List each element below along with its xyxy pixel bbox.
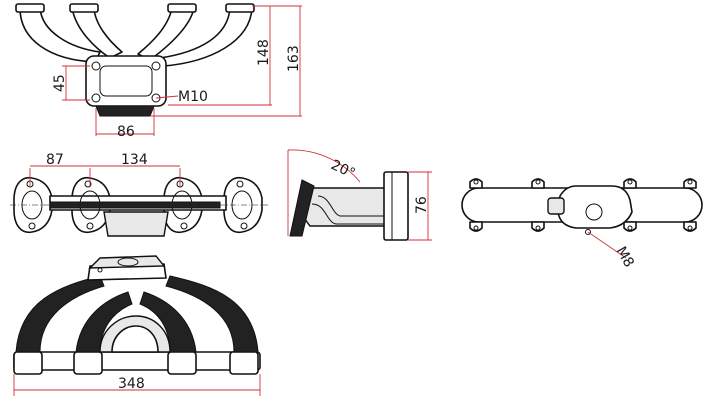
dim-flange-thickness: 76 [414,196,430,214]
top-view-collector-base [95,105,155,117]
dim-depth-163: 163 [286,45,302,72]
front-view-runner-inner-left [75,291,133,353]
top-view-dims [62,5,302,136]
top-view-port-4 [225,3,255,13]
side-view-runner-curve-2 [311,203,388,225]
top-view-flange-port [99,65,153,97]
dim-overall-length: 348 [118,376,145,392]
head-flange-bolt-4 [236,180,244,188]
front-view-collector-stud [97,267,103,273]
dim-flange-height: 45 [52,74,68,92]
bottom-view-ear-hole-4 [687,179,693,185]
head-flange-collector [103,211,169,237]
front-view-port-1 [13,351,43,375]
head-flange-dims [29,165,181,186]
top-view-port-3 [167,3,197,13]
side-view-dims [287,149,432,241]
bottom-view-ear-hole-1 [473,179,479,185]
head-flange-bolt-6 [86,222,94,230]
head-flange-bolt-2 [84,180,92,188]
bottom-view-ear-hole-6 [535,225,541,231]
top-view-turbo-flange [85,55,167,107]
head-flange-view: 87 134 [10,152,268,237]
front-view-runner-inner-right [139,291,197,353]
front-view-port-2 [73,351,103,375]
bottom-view-wastegate-port [585,203,603,221]
top-view-stud-3 [91,93,101,103]
bottom-view-ear-hole-3 [627,179,633,185]
front-view-port-3 [167,351,197,375]
front-view-base-rail [13,351,261,371]
front-view: 348 [13,255,261,396]
head-flange-bolt-5 [28,222,36,230]
dim-stud-thread: M10 [178,89,208,105]
head-flange-bolt-7 [180,222,188,230]
front-view-inner-arch [111,325,159,353]
bottom-view-ear-hole-7 [627,225,633,231]
front-view-runner-outer-right [165,275,259,353]
side-view: 20° 76 [287,149,432,241]
top-view-stud-2 [151,61,161,71]
dim-port-pitch-1: 87 [46,152,64,168]
dim-depth-148: 148 [256,39,272,66]
top-view-port-2 [69,3,99,13]
head-flange-bolt-8 [240,222,248,230]
top-view-port-1 [15,3,45,13]
side-view-runner-curve [317,195,388,217]
front-view-port-4 [229,351,259,375]
bottom-view-ear-hole-2 [535,179,541,185]
top-view-stud-1 [91,61,101,71]
dim-flange-width: 86 [117,124,135,140]
top-view-runner-2 [71,7,123,59]
bottom-view-ear-hole-5 [473,225,479,231]
bottom-view-wastegate-pad [547,197,565,215]
side-view-flange-wedge [289,179,315,237]
front-view-collector-cap [88,255,166,269]
dim-port-pitch-2: 134 [121,152,148,168]
dim-wastegate-thread: M8 [613,244,637,270]
dim-flange-angle: 20° [328,157,357,182]
top-view: 45 148 163 M10 86 [15,3,302,140]
side-view-turbo-flange [383,171,409,241]
bottom-view-dim-leader [587,231,627,259]
bottom-view-collector [557,185,633,229]
front-view-runner-outer-left [15,275,105,353]
side-view-body [300,187,393,227]
bottom-view-stud-hole [585,229,591,235]
bottom-view-ear-hole-8 [687,225,693,231]
front-view-collector-port [117,257,139,267]
bottom-view: M8 [461,178,703,270]
front-view-dims [13,374,261,396]
